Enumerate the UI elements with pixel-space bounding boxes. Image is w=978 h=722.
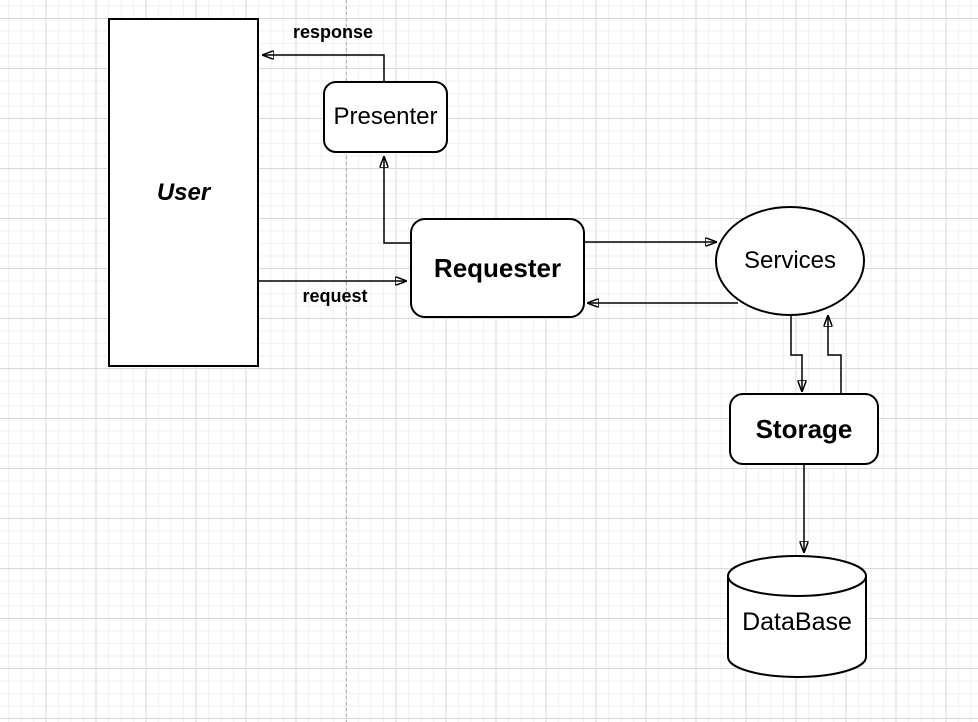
node-user-label: User — [156, 178, 211, 206]
node-presenter-label: Presenter — [333, 103, 438, 130]
cylinder-shape-icon — [727, 555, 867, 678]
node-services[interactable]: Services — [715, 206, 865, 316]
edge-label-request[interactable]: request — [302, 286, 368, 306]
edge-presenter-to-user[interactable] — [263, 55, 385, 81]
node-database[interactable]: DataBase — [727, 555, 867, 678]
edge-label-response[interactable]: response — [292, 22, 374, 42]
edge-services-to-storage[interactable] — [790, 315, 802, 391]
node-storage-label: Storage — [755, 413, 853, 444]
node-requester-label: Requester — [433, 252, 562, 283]
edge-storage-to-services[interactable] — [828, 316, 842, 393]
node-requester[interactable]: Requester — [410, 218, 585, 318]
node-user[interactable]: User — [108, 18, 259, 367]
node-storage[interactable]: Storage — [729, 393, 879, 465]
edge-requester-to-presenter[interactable] — [384, 157, 410, 244]
node-services-label: Services — [743, 247, 837, 274]
node-presenter[interactable]: Presenter — [323, 81, 448, 153]
node-database-label: DataBase — [742, 608, 852, 636]
